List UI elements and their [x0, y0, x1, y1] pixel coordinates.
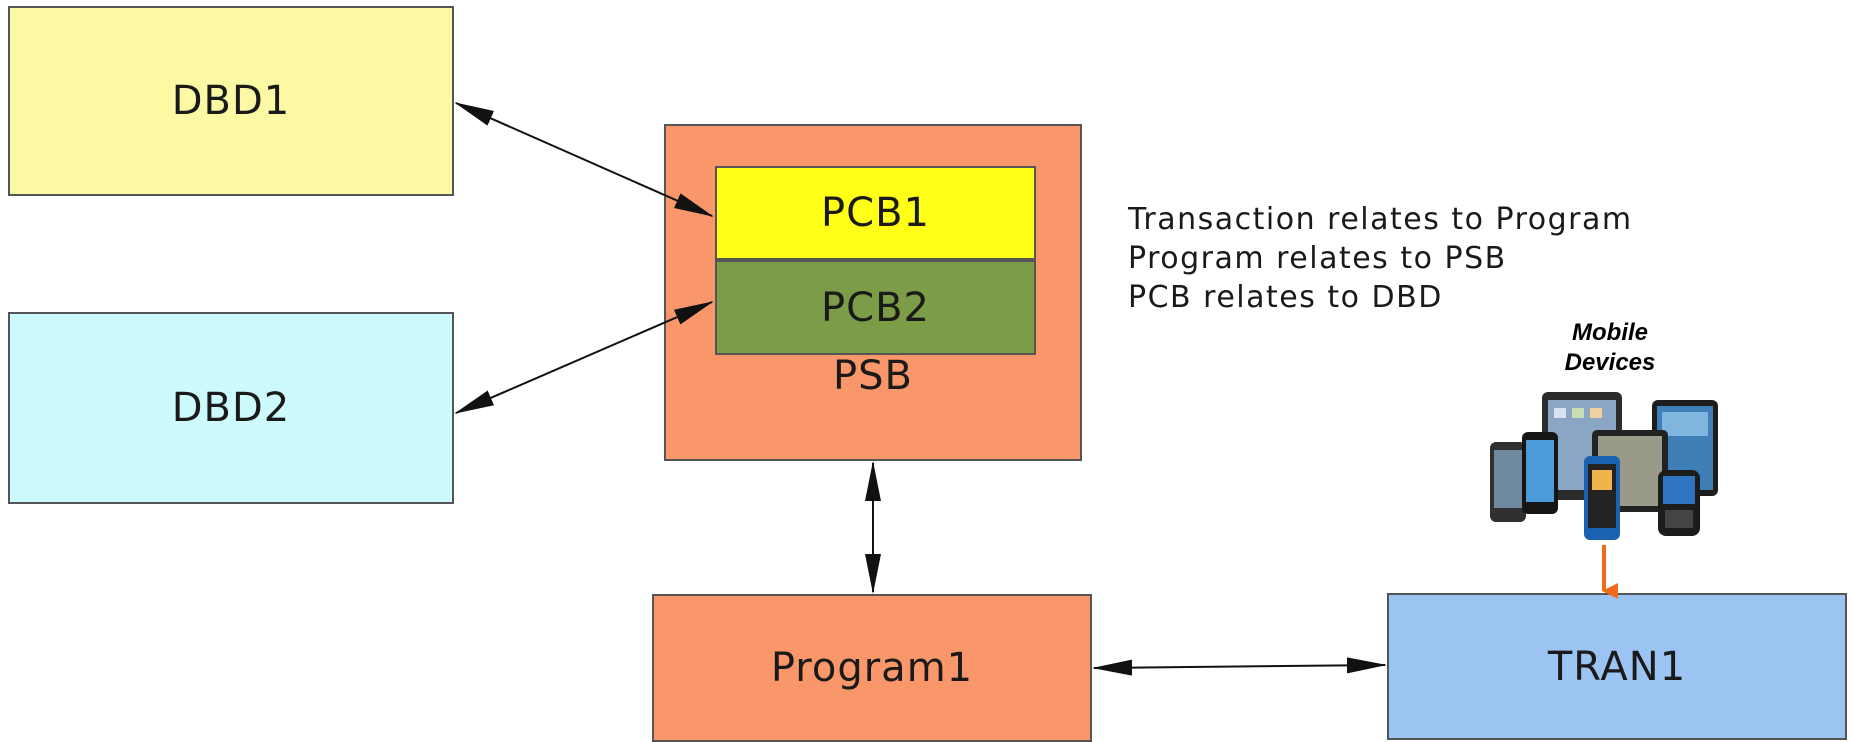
dbd2-label: DBD2: [171, 385, 291, 431]
tran1-label: TRAN1: [1547, 643, 1687, 690]
note-program-psb: Program relates to PSB: [1128, 241, 1507, 276]
pcb1-label: PCB1: [821, 190, 930, 236]
mobile-label-line1: Mobile: [1572, 319, 1648, 346]
psb-label: PSB: [833, 353, 913, 399]
mobile-devices-label: Mobile Devices: [1540, 318, 1680, 378]
tran1-box: TRAN1: [1387, 593, 1847, 740]
note-transaction-program: Transaction relates to Program: [1128, 202, 1633, 237]
pcb2-label: PCB2: [821, 284, 930, 331]
arrow-dbd2-pcb2: [454, 301, 714, 414]
mobile-label-line2: Devices: [1564, 349, 1656, 376]
program1-label: Program1: [770, 645, 974, 691]
arrow-dbd1-pcb1: [454, 102, 714, 217]
dbd1-label: DBD1: [171, 78, 291, 124]
dbd1-box: DBD1: [8, 6, 454, 196]
arrow-program1-tran1: [1092, 657, 1387, 676]
dbd2-box: DBD2: [8, 312, 454, 504]
mobile-devices-icon: [1490, 392, 1718, 540]
pcb2-box: PCB2: [715, 260, 1036, 355]
program1-box: Program1: [652, 594, 1092, 742]
pcb1-box: PCB1: [715, 166, 1036, 260]
relationship-notes: Transaction relates to Program Program r…: [1128, 200, 1633, 317]
note-pcb-dbd: PCB relates to DBD: [1128, 280, 1443, 315]
